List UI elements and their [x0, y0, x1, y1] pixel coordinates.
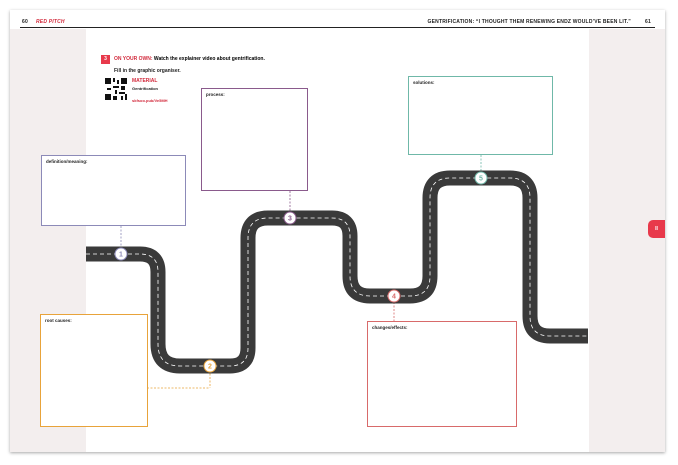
root-causes-box[interactable]: root causes: [40, 314, 148, 427]
left-running-title: RED PITCH [36, 19, 65, 25]
header-rule [20, 27, 655, 28]
chapter-tab[interactable]: II [648, 220, 665, 238]
changes-effects-label: changes/effects: [372, 325, 408, 330]
solutions-box[interactable]: solutions: [408, 76, 553, 155]
marker-4-label: 4 [392, 294, 396, 301]
marker-1-label: 1 [119, 252, 123, 259]
definition-label: definition/meaning: [46, 159, 88, 164]
definition-box[interactable]: definition/meaning: [41, 155, 186, 226]
right-page-number: 61 [645, 19, 651, 25]
activity-lead: ON YOUR OWN: [114, 56, 153, 62]
activity-instruction: ON YOUR OWN: Watch the explainer video a… [114, 56, 265, 62]
right-running-title: GENTRIFICATION: “I THOUGHT THEM RENEWING… [427, 19, 631, 25]
right-page-margin [589, 29, 665, 452]
changes-effects-box[interactable]: changes/effects: [367, 321, 517, 427]
activity-instruction-2: Fill in the graphic organiser. [114, 68, 181, 74]
marker-5-label: 5 [479, 176, 483, 183]
marker-1-circle [114, 247, 128, 261]
marker-5-circle [474, 171, 488, 185]
road-graphic: 1 2 3 4 5 [86, 155, 588, 389]
process-box[interactable]: process: [201, 88, 308, 191]
marker-2-label: 2 [208, 364, 212, 371]
material-link[interactable]: skfsoo.pub/Ve5MH [132, 98, 168, 103]
root-causes-label: root causes: [45, 318, 72, 323]
qr-code-icon[interactable] [105, 78, 127, 100]
marker-4-circle [387, 289, 401, 303]
left-page-number: 60 [22, 19, 28, 25]
marker-2-circle [203, 359, 217, 373]
material-name: Gentrification [132, 86, 159, 91]
road-lane-marking [86, 177, 588, 367]
marker-3-label: 3 [288, 216, 292, 223]
solutions-label: solutions: [413, 80, 435, 85]
book-spread: 60 RED PITCH GENTRIFICATION: “I THOUGHT … [10, 10, 665, 452]
material-heading: MATERIAL [132, 78, 158, 84]
activity-instruction-text: Watch the explainer video about gentrifi… [153, 56, 265, 62]
activity-number-badge: 3 [101, 55, 110, 64]
process-label: process: [206, 92, 225, 97]
marker-3-circle [283, 211, 297, 225]
